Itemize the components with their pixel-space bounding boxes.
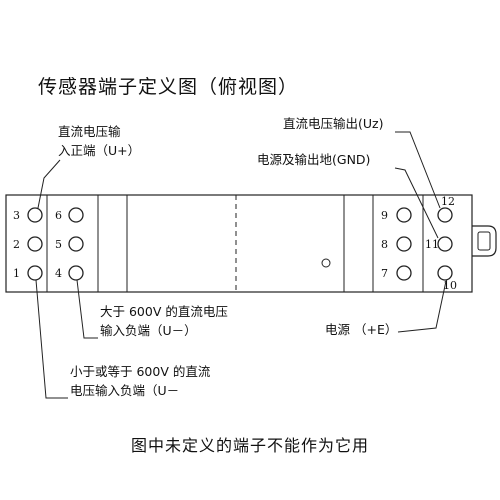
label-u-minus-600-line1: 大于 600V 的直流电压 [100, 304, 228, 319]
terminal-8-number: 8 [381, 238, 388, 251]
terminal-3 [27, 207, 43, 223]
terminal-5 [68, 236, 84, 252]
leader-u-minus-600 [76, 279, 98, 339]
terminal-12 [437, 207, 453, 223]
label-u-minus-le600: 小于或等于 600V 的直流 电压输入负端（U－ [70, 362, 210, 400]
terminal-4-number: 4 [55, 267, 62, 280]
sensor-body [5, 194, 473, 293]
label-u-minus-le600-line1: 小于或等于 600V 的直流 [70, 364, 211, 379]
label-u-plus-line1: 直流电压输 [58, 124, 121, 139]
leader-uz [395, 131, 441, 209]
label-u-minus-600: 大于 600V 的直流电压 输入负端（U－） [100, 302, 228, 340]
terminal-4 [68, 265, 84, 281]
label-u-minus-600-line2: 输入负端（U－） [100, 323, 197, 338]
terminal-1 [27, 265, 43, 281]
terminal-12-number: 12 [441, 195, 455, 208]
mounting-slot [477, 231, 491, 251]
label-gnd: 电源及输出地(GND) [257, 152, 371, 167]
terminal-11-number: 11 [425, 238, 439, 251]
terminal-10 [437, 265, 453, 281]
terminal-10-number: 10 [443, 279, 457, 292]
terminal-9 [396, 207, 412, 223]
terminal-11 [437, 236, 453, 252]
label-uz: 直流电压输出(Uz) [283, 116, 384, 131]
terminal-7-number: 7 [381, 267, 388, 280]
indicator-led [321, 258, 331, 268]
terminal-1-number: 1 [13, 267, 20, 280]
footer-note: 图中未定义的端子不能作为它用 [130, 436, 369, 455]
leader-power-plus [397, 280, 447, 333]
label-u-plus: 直流电压输 入正端（U+） [58, 122, 140, 160]
leader-u-minus-le600 [35, 279, 68, 399]
terminal-9-number: 9 [381, 209, 388, 222]
terminal-3-number: 3 [13, 209, 20, 222]
mounting-tab [472, 225, 497, 257]
label-u-plus-line2: 入正端（U+） [58, 143, 141, 158]
terminal-8 [396, 236, 412, 252]
leader-gnd [394, 167, 439, 239]
label-u-minus-le600-line2: 电压输入负端（U－ [70, 383, 180, 398]
label-power-plus: 电源 （+E） [325, 322, 398, 337]
terminal-2-number: 2 [13, 238, 20, 251]
terminal-2 [27, 236, 43, 252]
diagram-title: 传感器端子定义图（俯视图） [38, 76, 299, 98]
terminal-6 [68, 207, 84, 223]
leader-u-plus [37, 159, 61, 209]
terminal-7 [396, 265, 412, 281]
terminal-6-number: 6 [55, 209, 62, 222]
terminal-5-number: 5 [55, 238, 62, 251]
